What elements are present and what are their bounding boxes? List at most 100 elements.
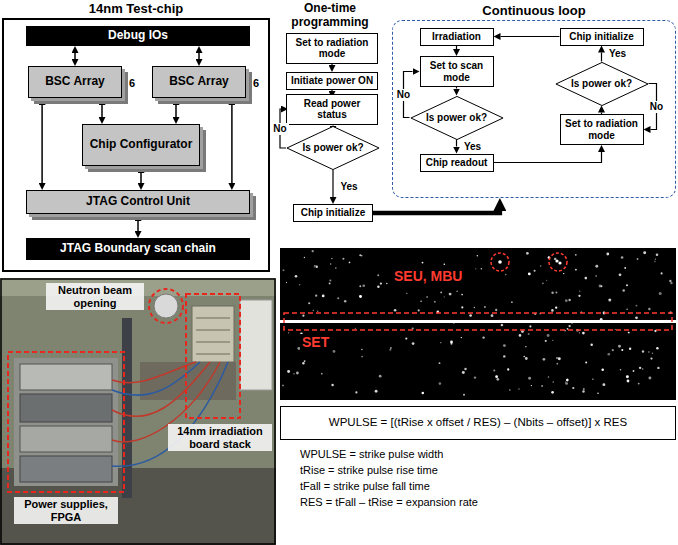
highlight-box bbox=[8, 352, 124, 492]
node-label: Chip Configurator bbox=[90, 138, 193, 152]
highlight-box bbox=[186, 294, 240, 418]
connector-arrow bbox=[332, 170, 333, 197]
strike-dot bbox=[618, 345, 621, 348]
strike-dot bbox=[377, 274, 379, 276]
strike-dot bbox=[362, 284, 365, 287]
strike-dot bbox=[545, 340, 547, 342]
strike-dot bbox=[552, 381, 554, 383]
strike-dot bbox=[308, 302, 310, 304]
strike-dot bbox=[337, 297, 339, 299]
control-block: JTAG Control Unit bbox=[26, 190, 250, 214]
strike-dot bbox=[440, 342, 441, 343]
connector-arrow bbox=[198, 53, 200, 59]
highlight-box bbox=[284, 313, 672, 330]
strike-dot bbox=[583, 388, 585, 390]
strike-dot bbox=[648, 308, 650, 310]
node-label: Chip initialize bbox=[569, 31, 633, 43]
strike-dot bbox=[314, 265, 315, 266]
connector-arrow bbox=[101, 105, 103, 117]
strike-image bbox=[280, 248, 676, 400]
strike-dot bbox=[422, 262, 424, 264]
strike-dot bbox=[503, 344, 506, 347]
strike-dot bbox=[461, 294, 463, 296]
strike-dot bbox=[606, 253, 609, 256]
strike-dot bbox=[439, 362, 441, 364]
strike-dot bbox=[529, 325, 531, 327]
strike-dot bbox=[456, 290, 457, 291]
strike-dot bbox=[626, 375, 629, 378]
strike-dot bbox=[624, 267, 626, 269]
lab-photo bbox=[0, 278, 276, 545]
connector-arrow bbox=[501, 36, 560, 37]
photo-callout: Neutron beam opening bbox=[46, 283, 144, 310]
strike-dot bbox=[495, 309, 497, 311]
strike-dot bbox=[335, 267, 337, 269]
strike-dot bbox=[312, 250, 314, 252]
process-box: Chip initialize bbox=[293, 204, 373, 222]
connector-arrow bbox=[456, 140, 457, 147]
photo-power-supply bbox=[20, 394, 112, 422]
connector-arrow bbox=[175, 105, 177, 117]
strike-dot bbox=[484, 306, 486, 308]
panel-heading: Continuous loop bbox=[393, 3, 675, 18]
strike-dot bbox=[670, 282, 672, 284]
strike-dot bbox=[633, 370, 635, 372]
edge-label: Yes bbox=[462, 141, 483, 153]
strike-dot bbox=[518, 388, 520, 390]
scan-chain-bar: JTAG Boundary scan chain bbox=[26, 238, 250, 260]
photo-board-stack bbox=[192, 306, 234, 362]
strike-dot bbox=[575, 254, 577, 256]
connector-arrow bbox=[331, 90, 332, 91]
node-label: Set to radiation mode bbox=[564, 118, 640, 141]
strike-dot bbox=[528, 272, 531, 275]
strike-dot bbox=[655, 259, 656, 260]
process-box: Set to radiation mode bbox=[286, 33, 378, 64]
strike-dot bbox=[322, 295, 325, 298]
strike-dot bbox=[626, 308, 628, 310]
node-label: Is power ok? bbox=[426, 112, 487, 124]
strike-dot bbox=[643, 251, 646, 254]
formula-box: WPULSE = [(tRise x offset / RES) – (Nbit… bbox=[280, 406, 676, 440]
strike-dot bbox=[314, 266, 315, 267]
process-box: Read power status bbox=[286, 94, 378, 125]
edge-label: No bbox=[395, 89, 412, 101]
strike-dot bbox=[380, 282, 382, 284]
strike-dot bbox=[582, 390, 584, 392]
decision-diamond: Is power ok? bbox=[555, 62, 649, 106]
edge-label: Yes bbox=[338, 181, 359, 193]
strike-dot bbox=[620, 369, 622, 371]
node-label: Is power ok? bbox=[302, 142, 363, 154]
node-label: Irradiation bbox=[432, 31, 481, 43]
strike-dot bbox=[496, 378, 499, 381]
strike-dot bbox=[507, 368, 509, 370]
strike-dot bbox=[440, 291, 442, 293]
strike-dot bbox=[558, 357, 561, 360]
strike-dot bbox=[359, 295, 362, 298]
connector-arrow bbox=[456, 87, 457, 89]
process-box: Irradiation bbox=[420, 28, 494, 46]
strike-dot bbox=[526, 252, 529, 255]
strike-dot bbox=[450, 341, 453, 344]
connector-arrow bbox=[373, 211, 500, 213]
section-title: One-time programming bbox=[282, 2, 378, 30]
photo-power-supply bbox=[20, 364, 112, 390]
strike-dot bbox=[656, 253, 659, 256]
strike-dot bbox=[648, 351, 649, 352]
strike-dot bbox=[329, 280, 331, 282]
strike-dot bbox=[590, 344, 592, 346]
strike-dot bbox=[540, 265, 542, 267]
strike-dot bbox=[443, 263, 445, 265]
strike-dot bbox=[578, 295, 580, 297]
strike-dot bbox=[528, 333, 530, 335]
strike-dot bbox=[377, 286, 379, 288]
strike-dot bbox=[302, 315, 304, 317]
strike-dot bbox=[599, 285, 602, 288]
strike-dot bbox=[627, 380, 630, 383]
strike-dot bbox=[635, 316, 638, 319]
connector-arrow bbox=[494, 152, 602, 163]
photo-callout: 14nm irradiation board stack bbox=[168, 424, 272, 451]
mbu-dot bbox=[555, 259, 558, 262]
strike-dot bbox=[652, 352, 654, 354]
strike-dot bbox=[543, 358, 546, 361]
